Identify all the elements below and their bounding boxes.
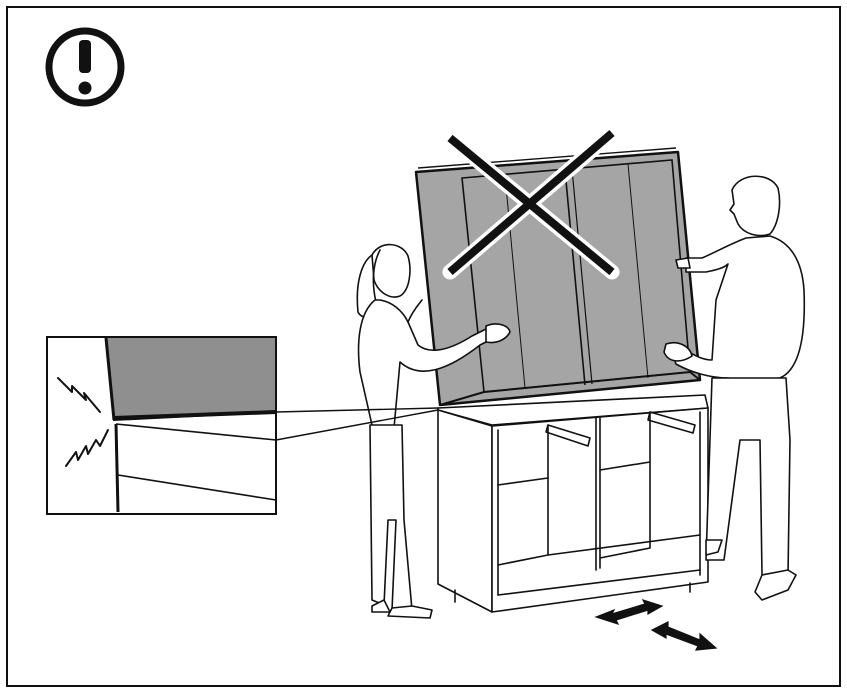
exclamation-circle-icon — [49, 31, 121, 103]
base-cabinet — [438, 395, 708, 612]
detail-callout — [47, 337, 276, 514]
